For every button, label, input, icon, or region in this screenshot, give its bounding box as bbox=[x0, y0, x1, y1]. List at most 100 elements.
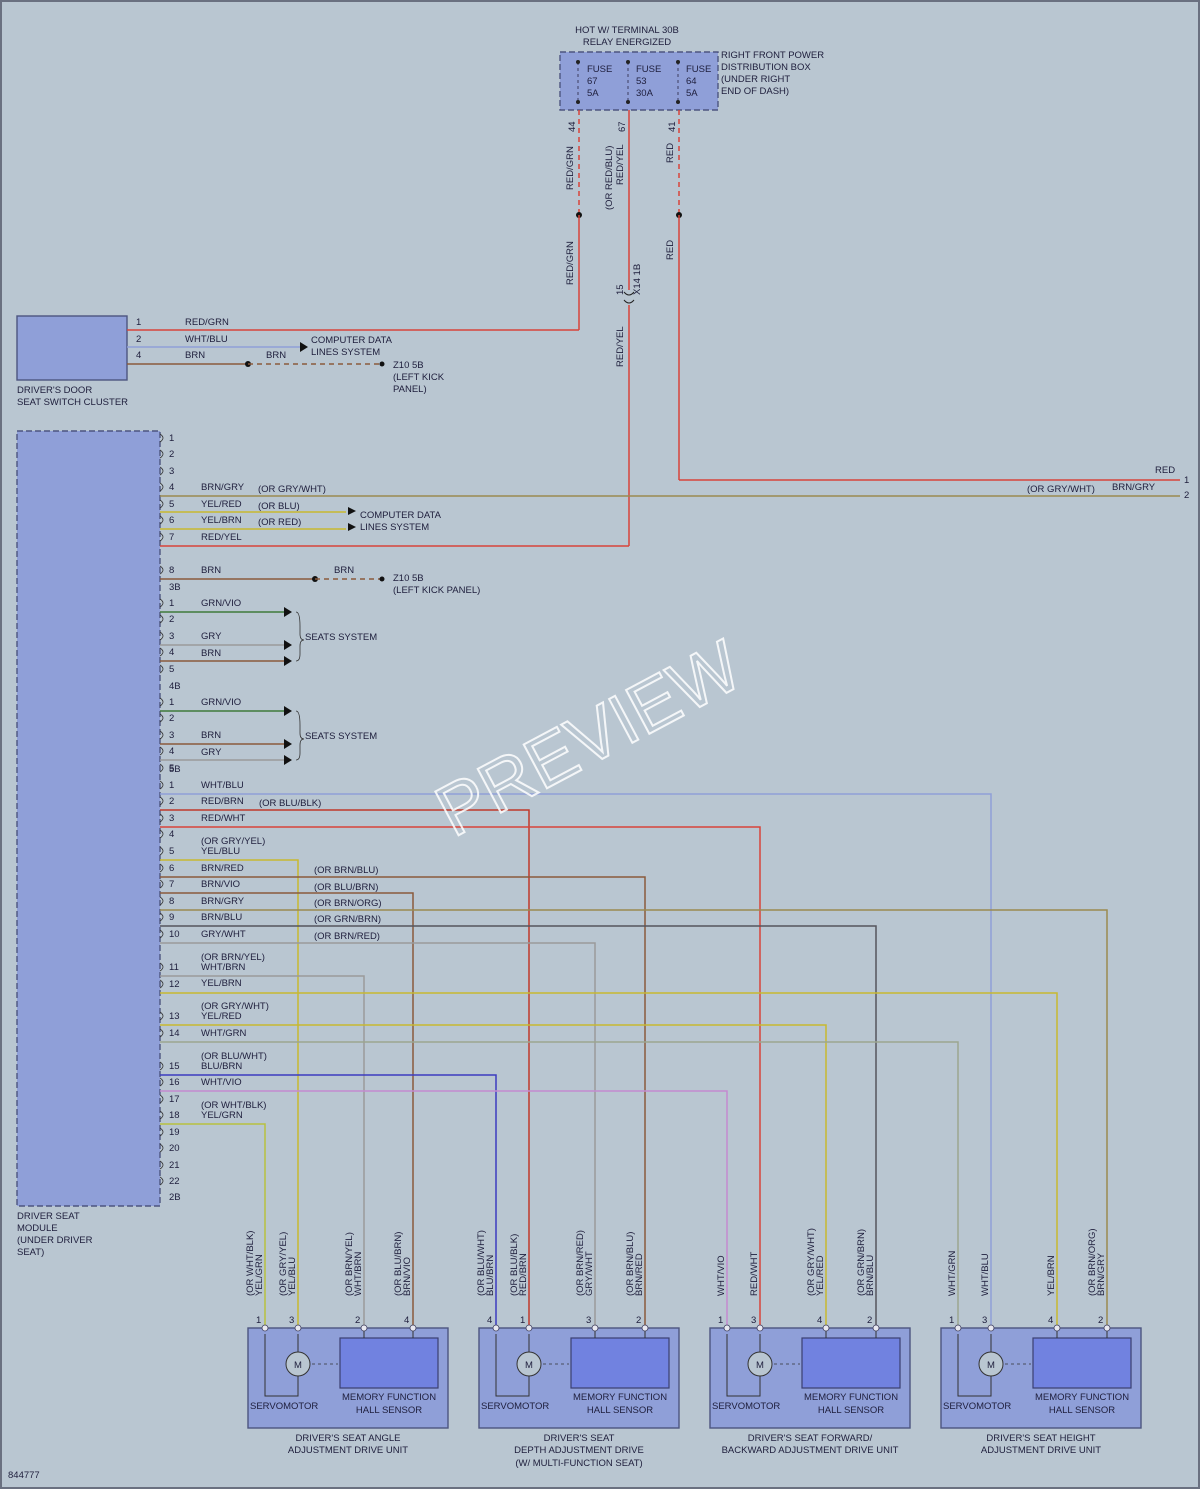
unit-wire-color: BRN/GRY bbox=[1096, 1252, 1107, 1296]
unit-pin-number: 3 bbox=[751, 1315, 756, 1326]
unit-pin-terminal bbox=[822, 1324, 830, 1332]
c3-pin-7: 7 bbox=[169, 532, 174, 543]
motor-label: M bbox=[294, 1360, 302, 1371]
c4-pin-3: 3 bbox=[169, 631, 174, 642]
unit-pin-number: 4 bbox=[487, 1315, 492, 1326]
wire-c2-gry-wht bbox=[160, 942, 596, 1326]
c2-p6-wire: BRN/RED bbox=[201, 863, 244, 874]
door-gnd-3: PANEL) bbox=[393, 384, 427, 395]
servomotor-label: SERVOMOTOR bbox=[481, 1401, 549, 1412]
hall-label-2: HALL SENSOR bbox=[818, 1405, 884, 1416]
door-w4: BRN bbox=[185, 350, 205, 361]
c4-pin-2-stub bbox=[159, 614, 164, 624]
motor-symbol bbox=[285, 1351, 311, 1377]
fuse-header-line2: RELAY ENERGIZED bbox=[583, 37, 671, 48]
unit-name-2: ADJUSTMENT DRIVE UNIT bbox=[288, 1445, 408, 1456]
c2-pin-7-stub bbox=[159, 879, 164, 889]
c2-pin-3: 3 bbox=[169, 813, 174, 824]
motor-symbol bbox=[747, 1351, 773, 1377]
unit-pin-number: 1 bbox=[718, 1315, 723, 1326]
c3-p7-wire: RED/YEL bbox=[201, 532, 242, 543]
c2-pin-2: 2 bbox=[169, 796, 174, 807]
pdb-label-3: (UNDER RIGHT bbox=[721, 74, 790, 85]
unit-wire-alt: (OR BRN/BLU) bbox=[625, 1232, 636, 1296]
mod-cdl-2: LINES SYSTEM bbox=[360, 522, 429, 533]
servo-frame bbox=[264, 1334, 299, 1397]
c2-pin-19: 19 bbox=[169, 1127, 180, 1138]
c2-p16-wire: WHT/VIO bbox=[201, 1077, 242, 1088]
fuse-67-pin: 44 bbox=[567, 121, 578, 132]
unit-pin-terminal bbox=[1053, 1324, 1061, 1332]
unit-wire-color: BRN/BLU bbox=[865, 1255, 876, 1296]
fuse-header-line1: HOT W/ TERMINAL 30B bbox=[575, 25, 679, 36]
c4-p4-wire: BRN bbox=[201, 648, 221, 659]
unit-name-2: DEPTH ADJUSTMENT DRIVE bbox=[514, 1445, 644, 1456]
c2-pin-21: 21 bbox=[169, 1160, 180, 1171]
unit-pin-terminal bbox=[591, 1324, 599, 1332]
c4-pin-5: 5 bbox=[169, 664, 174, 675]
brace-c5 bbox=[295, 710, 305, 761]
motor-label: M bbox=[525, 1360, 533, 1371]
arrow-c4-4 bbox=[284, 656, 292, 666]
c2-pin-20-stub bbox=[159, 1143, 164, 1153]
c3-pin-8-stub bbox=[159, 565, 164, 575]
unit-pin-number: 2 bbox=[1098, 1315, 1103, 1326]
unit-pin-terminal bbox=[1103, 1324, 1111, 1332]
unit-pin-number: 1 bbox=[520, 1315, 525, 1326]
c2-p18-wire: YEL/GRN bbox=[201, 1110, 243, 1121]
c2-pin-11-stub bbox=[159, 962, 164, 972]
c2-pin-13-stub bbox=[159, 1011, 164, 1021]
wire-red-yel-vertical: (OR RED/BLU) RED/YEL 15 X14 1B RED/YEL bbox=[604, 110, 643, 546]
door-w4b: BRN bbox=[266, 350, 286, 361]
fuse-53-num: 53 bbox=[636, 76, 647, 87]
c2-pin-3-stub bbox=[159, 813, 164, 823]
unit-wire-color: WHT/VIO bbox=[716, 1255, 727, 1296]
wire-c2-yel-brn bbox=[160, 992, 1058, 1326]
wire-c2-yel-red bbox=[160, 1024, 827, 1326]
c2-pin-10: 10 bbox=[169, 929, 180, 940]
unit-pin-number: 1 bbox=[949, 1315, 954, 1326]
door-seat-switch-cluster bbox=[16, 315, 128, 381]
pdb-label-1: RIGHT FRONT POWER bbox=[721, 50, 824, 61]
unit-wire-alt: (OR BLU/BRN) bbox=[393, 1232, 404, 1296]
c5-pin-5: 5 bbox=[169, 763, 174, 774]
module-name-4: SEAT) bbox=[17, 1247, 44, 1258]
c3-p5-wire: YEL/RED bbox=[201, 499, 242, 510]
motor-symbol bbox=[516, 1351, 542, 1377]
fuse-53-label: FUSE bbox=[636, 64, 661, 75]
unit-pin-terminal bbox=[872, 1324, 880, 1332]
c3-pin-3: 3 bbox=[169, 466, 174, 477]
power-distribution-box bbox=[559, 51, 719, 111]
arrow-c5-1 bbox=[284, 706, 292, 716]
wire-c2-yel-blu bbox=[160, 859, 299, 1326]
unit-wire-alt: (OR BLU/WHT) bbox=[476, 1230, 487, 1296]
door-pin-2: 2 bbox=[136, 334, 141, 345]
c2-pin-6-stub bbox=[159, 863, 164, 873]
door-gnd-2: (LEFT KICK bbox=[393, 372, 445, 383]
c4-p3-wire: GRY bbox=[201, 631, 222, 642]
servomotor-label: SERVOMOTOR bbox=[712, 1401, 780, 1412]
ext-wire-1: RED bbox=[1155, 465, 1175, 476]
servo-frame bbox=[957, 1334, 992, 1397]
c3-pin-8: 8 bbox=[169, 565, 174, 576]
unit-pin-terminal bbox=[360, 1324, 368, 1332]
c2-pin-6: 6 bbox=[169, 863, 174, 874]
wire-c2-brn-blu bbox=[160, 925, 877, 1326]
c2-p18-alt: (OR WHT/BLK) bbox=[201, 1100, 266, 1111]
c3-pin-5-stub bbox=[159, 499, 164, 509]
c3-pin-6: 6 bbox=[169, 515, 174, 526]
c5-pin-2-stub bbox=[159, 713, 164, 723]
arrow-c4-3 bbox=[284, 640, 292, 650]
wire-c2-wht-grn bbox=[160, 1041, 959, 1326]
unit-wire-color: WHT/GRN bbox=[947, 1250, 958, 1296]
module-wire-layer bbox=[160, 495, 1180, 1326]
conn-5b: 5B bbox=[169, 764, 181, 775]
unit-pin-terminal bbox=[641, 1324, 649, 1332]
seats-system-1: SEATS SYSTEM bbox=[305, 632, 377, 643]
c5-pin-3-stub bbox=[159, 730, 164, 740]
door-w1: RED/GRN bbox=[185, 317, 229, 328]
wire-red-vertical: RED RED bbox=[665, 110, 1180, 481]
